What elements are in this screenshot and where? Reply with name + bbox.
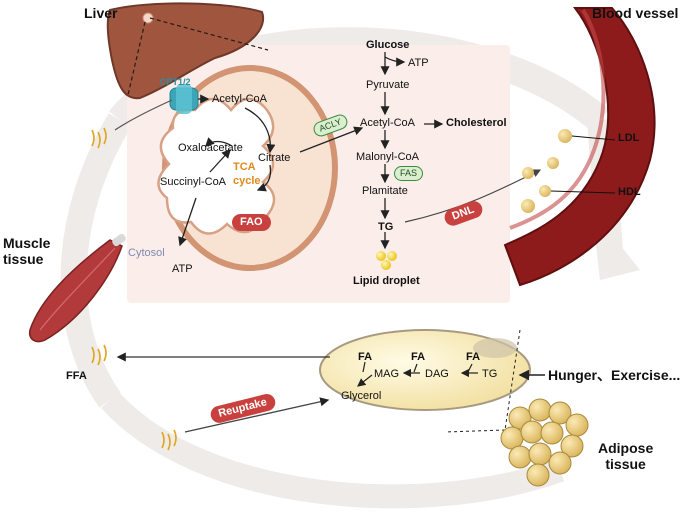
label-tca: TCA bbox=[233, 161, 256, 173]
label-plamitate: Plamitate bbox=[362, 185, 408, 197]
label-cytosol: Cytosol bbox=[128, 247, 165, 259]
label-cycle: cycle bbox=[233, 175, 261, 187]
mitochondrion bbox=[157, 65, 338, 271]
label-pyruvate: Pyruvate bbox=[366, 79, 410, 91]
label-citrate: Citrate bbox=[258, 152, 291, 164]
label-fa-2: FA bbox=[411, 351, 426, 363]
ffa-glyphs bbox=[91, 127, 177, 451]
label-dag: DAG bbox=[425, 368, 449, 380]
mito-arrows bbox=[178, 94, 364, 247]
label-glycerol: Glycerol bbox=[341, 390, 382, 402]
label-lipid-droplet: Lipid droplet bbox=[353, 275, 420, 287]
liver-icon bbox=[106, 2, 269, 100]
label-muscle-tissue: Muscle tissue bbox=[3, 235, 51, 268]
label-adipose-tissue: Adipose tissue bbox=[598, 440, 654, 473]
label-mito-acetyl-coa: Acetyl-CoA bbox=[212, 93, 268, 105]
label-fa-3: FA bbox=[466, 351, 481, 363]
label-cyto-tg: TG bbox=[378, 221, 394, 233]
reuptake-arrow bbox=[184, 397, 330, 433]
label-hdl: HDL bbox=[618, 186, 641, 198]
label-cpt: CPT1/2 bbox=[160, 77, 191, 87]
label-hunger-exercise: Hunger、Exercise... bbox=[548, 367, 681, 383]
muscle-icon bbox=[28, 233, 126, 343]
liver-inflow-arrow bbox=[114, 99, 173, 131]
adipose-tissue-icon bbox=[500, 398, 589, 487]
label-blood-vessel: Blood vessel bbox=[592, 5, 679, 21]
lipid-droplet-icon bbox=[376, 251, 397, 270]
zoom-dash bbox=[444, 329, 521, 433]
label-mag: MAG bbox=[374, 368, 400, 380]
fas-enzyme-badge: FAS bbox=[394, 166, 424, 181]
blood-vessel-icon bbox=[503, 7, 656, 287]
label-glucose-atp: ATP bbox=[408, 57, 429, 69]
label-cholesterol: Cholesterol bbox=[446, 117, 507, 129]
cpt-transporter bbox=[169, 84, 199, 114]
label-oxaloacetate: Oxaloacetate bbox=[178, 142, 243, 154]
label-malonyl-coa: Malonyl-CoA bbox=[356, 151, 419, 163]
label-succinyl-coa: Succinyl-CoA bbox=[160, 176, 227, 188]
label-ldl: LDL bbox=[618, 132, 640, 144]
adipocyte-arrows bbox=[357, 361, 478, 387]
label-ffa: FFA bbox=[66, 370, 87, 382]
label-liver: Liver bbox=[84, 5, 118, 21]
cytosol-arrows bbox=[380, 52, 444, 250]
fao-badge: FAO bbox=[232, 214, 271, 231]
label-adipo-tg: TG bbox=[482, 368, 498, 380]
label-fa-1: FA bbox=[358, 351, 373, 363]
adipocyte bbox=[319, 329, 531, 411]
label-cyto-acetyl-coa: Acetyl-CoA bbox=[360, 117, 416, 129]
label-mito-atp: ATP bbox=[172, 263, 193, 275]
label-glucose: Glucose bbox=[366, 39, 410, 51]
